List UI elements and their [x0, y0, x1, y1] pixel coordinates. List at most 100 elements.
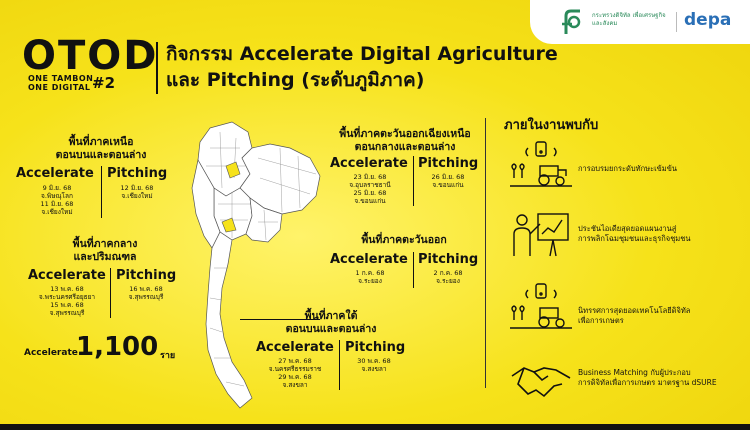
region-central-title-line2: และปริมณฑล — [73, 251, 137, 263]
detail-line: 2 ก.ค. 68 — [433, 269, 463, 277]
bottom-bar — [0, 424, 750, 430]
south-accelerate-details: 27 พ.ค. 68 จ.นครศรีธรรมราช 29 พ.ค. 68 จ.… — [254, 357, 336, 389]
agritech-icon — [510, 283, 572, 329]
total-number: 1,100 — [76, 332, 159, 362]
east-pitching-details: 2 ก.ค. 68 จ.ระยอง — [416, 269, 480, 285]
central-pitching-label: Pitching — [116, 268, 177, 283]
ministry-text: กระทรวงดิจิทัล เพื่อเศรษฐกิจและสังคม — [592, 12, 666, 27]
south-pitching-details: 30 พ.ค. 68 จ.สงขลา — [342, 357, 406, 373]
feature-text-line: การดิจิทัลเพื่อการเกษตร มาตรฐาน dSURE — [578, 378, 717, 387]
region-south-title-line2: ตอนบนและตอนล่าง — [285, 323, 377, 335]
feature-3-text: นิทรรศการสุดยอดเทคโนโลยีดิจิทัล เพื่อการ… — [578, 306, 690, 326]
detail-line: จ.สุพรรณบุรี — [128, 293, 164, 301]
detail-line: จ.เชียงใหม่ — [41, 208, 73, 216]
east-accelerate-details: 1 ก.ค. 68 จ.ระยอง — [330, 269, 410, 285]
north-pitching-details: 12 มิ.ย. 68 จ.เชียงใหม่ — [104, 184, 170, 200]
total-unit: ราย — [160, 351, 176, 361]
region-central-title: พื้นที่ภาคกลาง และปริมณฑล — [30, 238, 180, 264]
feature-text-line: ประชันไอเดียสุดยอดแผนงานสู่ — [578, 224, 677, 233]
otod-logo-number: #2 — [92, 74, 116, 92]
detail-line: จ.สุพรรณบุรี — [49, 309, 85, 317]
detail-line: จ.ระยอง — [436, 277, 460, 285]
northeast-separator — [413, 156, 414, 206]
region-south-title-line1: พื้นที่ภาคใต้ — [304, 310, 358, 322]
total-label: Accelerate — [24, 348, 78, 358]
region-northeast-title-line2: ตอนกลางและตอนล่าง — [354, 141, 456, 153]
map-south — [205, 231, 253, 409]
detail-line: 11 มิ.ย. 68 — [40, 200, 74, 208]
feature-text-line: การอบรมยกระดับทักษะเข้มข้น — [578, 164, 677, 173]
region-central-title-line1: พื้นที่ภาคกลาง — [72, 238, 138, 250]
smart-farm-icon — [510, 141, 572, 187]
detail-line: จ.ระยอง — [358, 277, 382, 285]
northeast-accelerate-details: 23 มิ.ย. 68 จ.อุบลราชธานี 25 มิ.ย. 68 จ.… — [330, 173, 410, 205]
region-east-title-line1: พื้นที่ภาคตะวันออก — [361, 234, 447, 246]
ministry-logo-icon — [562, 9, 581, 34]
page-title-line1: กิจกรรม Accelerate Digital Agriculture — [166, 43, 558, 65]
detail-line: จ.สงขลา — [361, 365, 387, 373]
central-pitching-details: 16 พ.ค. 68 จ.สุพรรณบุรี — [114, 285, 178, 301]
handshake-icon — [511, 367, 571, 398]
map-northeast — [239, 143, 321, 215]
region-north-title: พื้นที่ภาคเหนือ ตอนบนและตอนล่าง — [26, 136, 176, 162]
detail-line: จ.ขอนแก่น — [432, 181, 464, 189]
region-northeast-title-line1: พื้นที่ภาคตะวันออกเฉียงเหนือ — [339, 128, 471, 140]
feature-text-line: การพลิกโฉมชุมชนและธุรกิจชุมชน — [578, 234, 691, 243]
otod-logo-subtitle: ONE TAMBON ONE DIGITAL — [28, 74, 93, 92]
northeast-accelerate-label: Accelerate — [330, 156, 408, 171]
feature-text-line: Business Matching กับผู้ประกอบ — [578, 368, 691, 377]
south-callout-line — [240, 319, 320, 320]
detail-line: จ.เชียงใหม่ — [121, 192, 153, 200]
detail-line: จ.สงขลา — [282, 381, 308, 389]
north-separator — [101, 166, 102, 218]
feature-2-text: ประชันไอเดียสุดยอดแผนงานสู่ การพลิกโฉมชุ… — [578, 224, 690, 244]
central-accelerate-label: Accelerate — [28, 268, 106, 283]
logo-line2: ONE DIGITAL — [28, 83, 91, 92]
logo-line1: ONE TAMBON — [28, 74, 94, 83]
detail-line: 27 พ.ค. 68 — [278, 357, 312, 365]
central-accelerate-details: 13 พ.ค. 68 จ.พระนครศรีอยุธยา 15 พ.ค. 68 … — [26, 285, 108, 317]
feature-1-text: การอบรมยกระดับทักษะเข้มข้น — [578, 164, 677, 174]
detail-line: 13 พ.ค. 68 — [50, 285, 84, 293]
east-separator — [413, 252, 414, 288]
east-pitching-label: Pitching — [418, 252, 479, 267]
feature-4-text: Business Matching กับผู้ประกอบ การดิจิทั… — [578, 368, 717, 388]
northeast-pitching-details: 26 มิ.ย. 68 จ.ขอนแก่น — [416, 173, 480, 189]
detail-line: 15 พ.ค. 68 — [50, 301, 84, 309]
brand-separator — [676, 12, 677, 32]
north-pitching-label: Pitching — [107, 166, 168, 181]
detail-line: 16 พ.ค. 68 — [129, 285, 163, 293]
feature-text-line: เพื่อการเกษตร — [578, 316, 624, 325]
region-north-title-line2: ตอนบนและตอนล่าง — [55, 149, 147, 161]
thailand-map — [191, 121, 321, 409]
panel-title: ภายในงานพบกับ — [504, 118, 599, 133]
south-accelerate-label: Accelerate — [256, 340, 334, 355]
detail-line: 30 พ.ค. 68 — [357, 357, 391, 365]
header-divider — [156, 42, 158, 94]
panel-separator — [485, 118, 486, 388]
detail-line: 29 พ.ค. 68 — [278, 373, 312, 381]
central-separator — [110, 268, 111, 318]
depa-logo: depa — [684, 10, 732, 30]
presenter-icon — [513, 213, 569, 257]
north-accelerate-details: 9 มิ.ย. 68 จ.พิษณุโลก 11 มิ.ย. 68 จ.เชีย… — [16, 184, 98, 216]
region-south-title: พื้นที่ภาคใต้ ตอนบนและตอนล่าง — [256, 310, 406, 336]
northeast-pitching-label: Pitching — [418, 156, 479, 171]
detail-line: 1 ก.ค. 68 — [355, 269, 385, 277]
detail-line: 9 มิ.ย. 68 — [42, 184, 72, 192]
region-northeast-title: พื้นที่ภาคตะวันออกเฉียงเหนือ ตอนกลางและต… — [330, 128, 480, 154]
detail-line: จ.ขอนแก่น — [354, 197, 386, 205]
map-east — [245, 197, 283, 243]
detail-line: จ.นครศรีธรรมราช — [268, 365, 322, 373]
detail-line: จ.พิษณุโลก — [41, 192, 73, 200]
detail-line: 26 มิ.ย. 68 — [431, 173, 465, 181]
south-pitching-label: Pitching — [345, 340, 406, 355]
detail-line: 12 มิ.ย. 68 — [120, 184, 154, 192]
south-separator — [339, 340, 340, 390]
feature-text-line: นิทรรศการสุดยอดเทคโนโลยีดิจิทัล — [578, 306, 691, 315]
detail-line: จ.อุบลราชธานี — [349, 181, 391, 189]
region-north-title-line1: พื้นที่ภาคเหนือ — [68, 136, 134, 148]
east-accelerate-label: Accelerate — [330, 252, 408, 267]
detail-line: 23 มิ.ย. 68 — [353, 173, 387, 181]
